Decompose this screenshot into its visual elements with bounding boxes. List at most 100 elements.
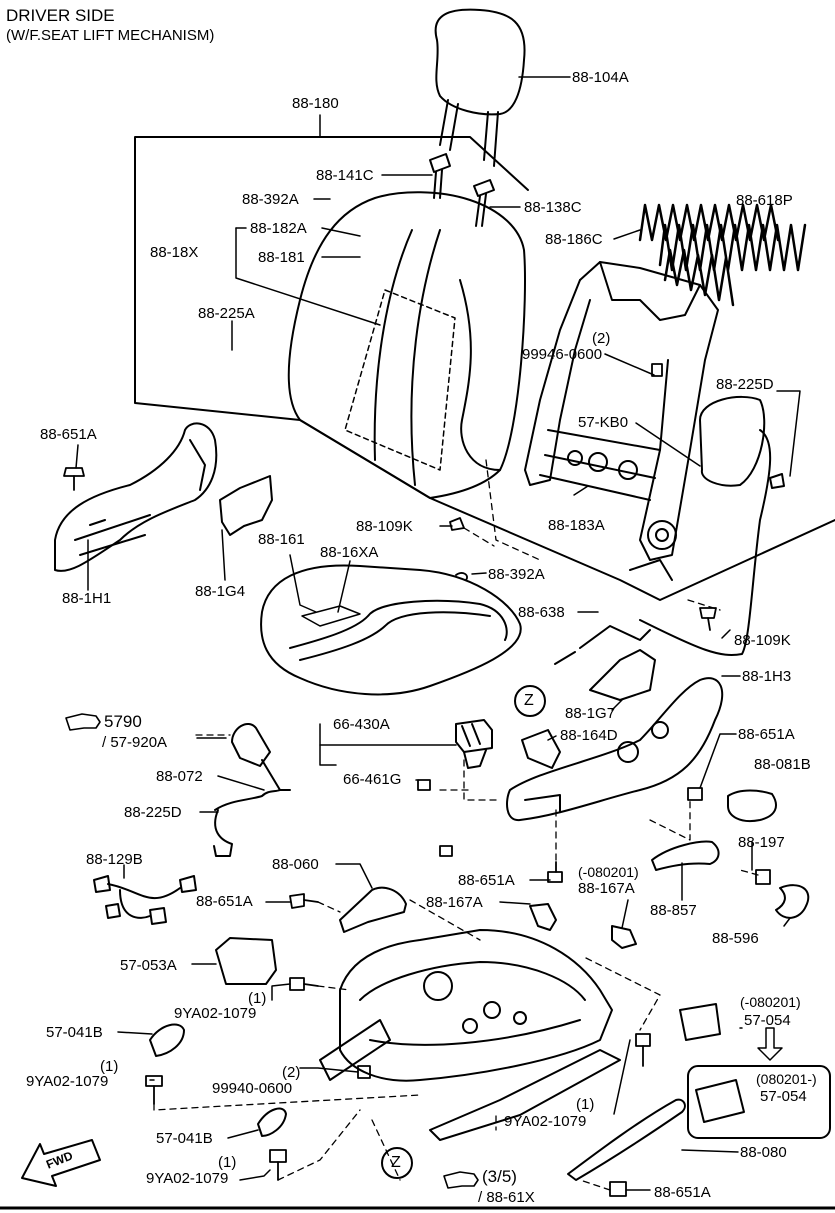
label-88-197: 88-197 bbox=[738, 834, 785, 851]
label-88-392A-top: 88-392A bbox=[242, 191, 299, 208]
label-88-225D-bottom: 88-225D bbox=[124, 804, 182, 821]
label-88-141C: 88-141C bbox=[316, 167, 374, 184]
hand-pointer-icon bbox=[65, 713, 101, 731]
back-springs bbox=[638, 203, 807, 307]
knob-596 bbox=[775, 884, 810, 919]
label-88-164D: 88-164D bbox=[560, 727, 618, 744]
bracket-164d bbox=[521, 729, 561, 769]
label-66-461G: 66-461G bbox=[343, 771, 402, 788]
title-line-2: (W/F.SEAT LIFT MECHANISM) bbox=[6, 27, 215, 44]
label-080201-c: (080201-) bbox=[756, 1071, 817, 1087]
seat-back-cushion bbox=[287, 191, 526, 499]
label-57-054-b: 57-054 bbox=[760, 1088, 807, 1105]
label-88-618P: 88-618P bbox=[736, 192, 793, 209]
cover-053a bbox=[215, 937, 277, 985]
cover-060 bbox=[339, 886, 407, 933]
label-3-5: (3/5) bbox=[482, 1167, 517, 1186]
assembly-dashes bbox=[153, 459, 759, 1191]
cover-054-a bbox=[679, 1003, 721, 1041]
label-88-072: 88-072 bbox=[156, 768, 203, 785]
harness-129b bbox=[93, 875, 197, 925]
label-88-651A-mid: 88-651A bbox=[458, 872, 515, 889]
label-9ya02-qty-4: (1) bbox=[218, 1154, 237, 1171]
label-57-KB0: 57-KB0 bbox=[578, 414, 629, 431]
label-88-081B: 88-081B bbox=[754, 756, 811, 773]
power-switch bbox=[455, 719, 493, 769]
release-cable bbox=[554, 625, 651, 665]
label-88-61X: / 88-61X bbox=[478, 1189, 535, 1206]
label-9ya02-1079-a: 9YA02-1079 bbox=[174, 1005, 257, 1022]
lever-857 bbox=[651, 840, 720, 871]
cover-081b bbox=[727, 789, 777, 822]
label-57-041B-a: 57-041B bbox=[46, 1024, 103, 1041]
label-88-225D-top: 88-225D bbox=[716, 376, 774, 393]
label-9ya02-qty-3: (1) bbox=[576, 1096, 595, 1113]
hand-pointer-icon-2 bbox=[443, 1171, 479, 1189]
label-99940-0600: 99940-0600 bbox=[212, 1080, 293, 1097]
label-88-182A: 88-182A bbox=[250, 220, 307, 237]
label-88-104A: 88-104A bbox=[572, 69, 629, 86]
label-88-651A-bottom: 88-651A bbox=[654, 1184, 711, 1201]
label-88-857: 88-857 bbox=[650, 902, 697, 919]
leader-lines bbox=[75, 76, 801, 1191]
label-88-183A: 88-183A bbox=[548, 517, 605, 534]
label-9ya02-1079-c: 9YA02-1079 bbox=[504, 1113, 587, 1130]
label-88-638: 88-638 bbox=[518, 604, 565, 621]
cover-041b-b bbox=[257, 1107, 287, 1137]
clip-167a-right bbox=[611, 925, 637, 949]
label-88-225A: 88-225A bbox=[198, 305, 255, 322]
z-marker-bottom bbox=[381, 1147, 413, 1179]
label-57-920A: / 57-920A bbox=[102, 734, 168, 751]
fwd-arrow-icon bbox=[21, 1139, 101, 1187]
label-5790: 5790 bbox=[104, 712, 142, 731]
label-9ya02-qty-1: (1) bbox=[248, 990, 267, 1007]
label-88-596: 88-596 bbox=[712, 930, 759, 947]
label-99946-0600: 99946-0600 bbox=[522, 346, 603, 363]
label-57-041B-b: 57-041B bbox=[156, 1130, 213, 1147]
bracket-1g4 bbox=[219, 475, 273, 536]
guide-pins bbox=[429, 153, 495, 227]
label-z-bottom: Z bbox=[391, 1154, 401, 1171]
seat-lower-frame bbox=[319, 929, 621, 1141]
clip-167a-left bbox=[529, 903, 557, 931]
label-z-top: Z bbox=[524, 692, 534, 709]
seat-back-frame bbox=[524, 261, 719, 581]
label-88-16XA: 88-16XA bbox=[320, 544, 379, 561]
label-57-053A: 57-053A bbox=[120, 957, 177, 974]
label-88-181: 88-181 bbox=[258, 249, 305, 266]
label-99946-qty: (2) bbox=[592, 330, 611, 347]
label-080201-a: (-080201) bbox=[578, 864, 639, 880]
label-88-167A-right: 88-167A bbox=[578, 880, 635, 897]
cover-054-b bbox=[695, 1079, 745, 1123]
variant-box bbox=[687, 1065, 831, 1139]
bracket-1g7 bbox=[589, 649, 656, 701]
seat-belt-buckle bbox=[213, 723, 291, 857]
side-shield-left bbox=[54, 422, 218, 572]
label-88-1G7: 88-1G7 bbox=[565, 705, 616, 722]
cover-041b-a bbox=[149, 1023, 185, 1057]
label-66-430A: 66-430A bbox=[333, 716, 390, 733]
label-88-109K-right: 88-109K bbox=[734, 632, 791, 649]
label-88-651A-left: 88-651A bbox=[40, 426, 97, 443]
title-line-1: DRIVER SIDE bbox=[6, 6, 115, 25]
label-88-1H1: 88-1H1 bbox=[62, 590, 112, 607]
label-88-161: 88-161 bbox=[258, 531, 305, 548]
fasteners bbox=[63, 363, 771, 1197]
label-080201-b: (-080201) bbox=[740, 994, 801, 1010]
label-9ya02-1079-d: 9YA02-1079 bbox=[146, 1170, 229, 1187]
label-9ya02-1079-b: 9YA02-1079 bbox=[26, 1073, 109, 1090]
label-9ya02-qty-2: (1) bbox=[100, 1058, 119, 1075]
label-88-129B: 88-129B bbox=[86, 851, 143, 868]
lumbar-pad bbox=[639, 396, 785, 656]
label-88-109K-mid: 88-109K bbox=[356, 518, 413, 535]
label-88-180: 88-180 bbox=[292, 95, 339, 112]
label-88-18X: 88-18X bbox=[150, 244, 199, 261]
label-88-1H3: 88-1H3 bbox=[742, 668, 792, 685]
label-88-1G4: 88-1G4 bbox=[195, 583, 246, 600]
seat-cushion bbox=[260, 564, 522, 696]
side-shield-right bbox=[506, 677, 724, 822]
label-88-167A-mid: 88-167A bbox=[426, 894, 483, 911]
label-88-186C: 88-186C bbox=[545, 231, 603, 248]
